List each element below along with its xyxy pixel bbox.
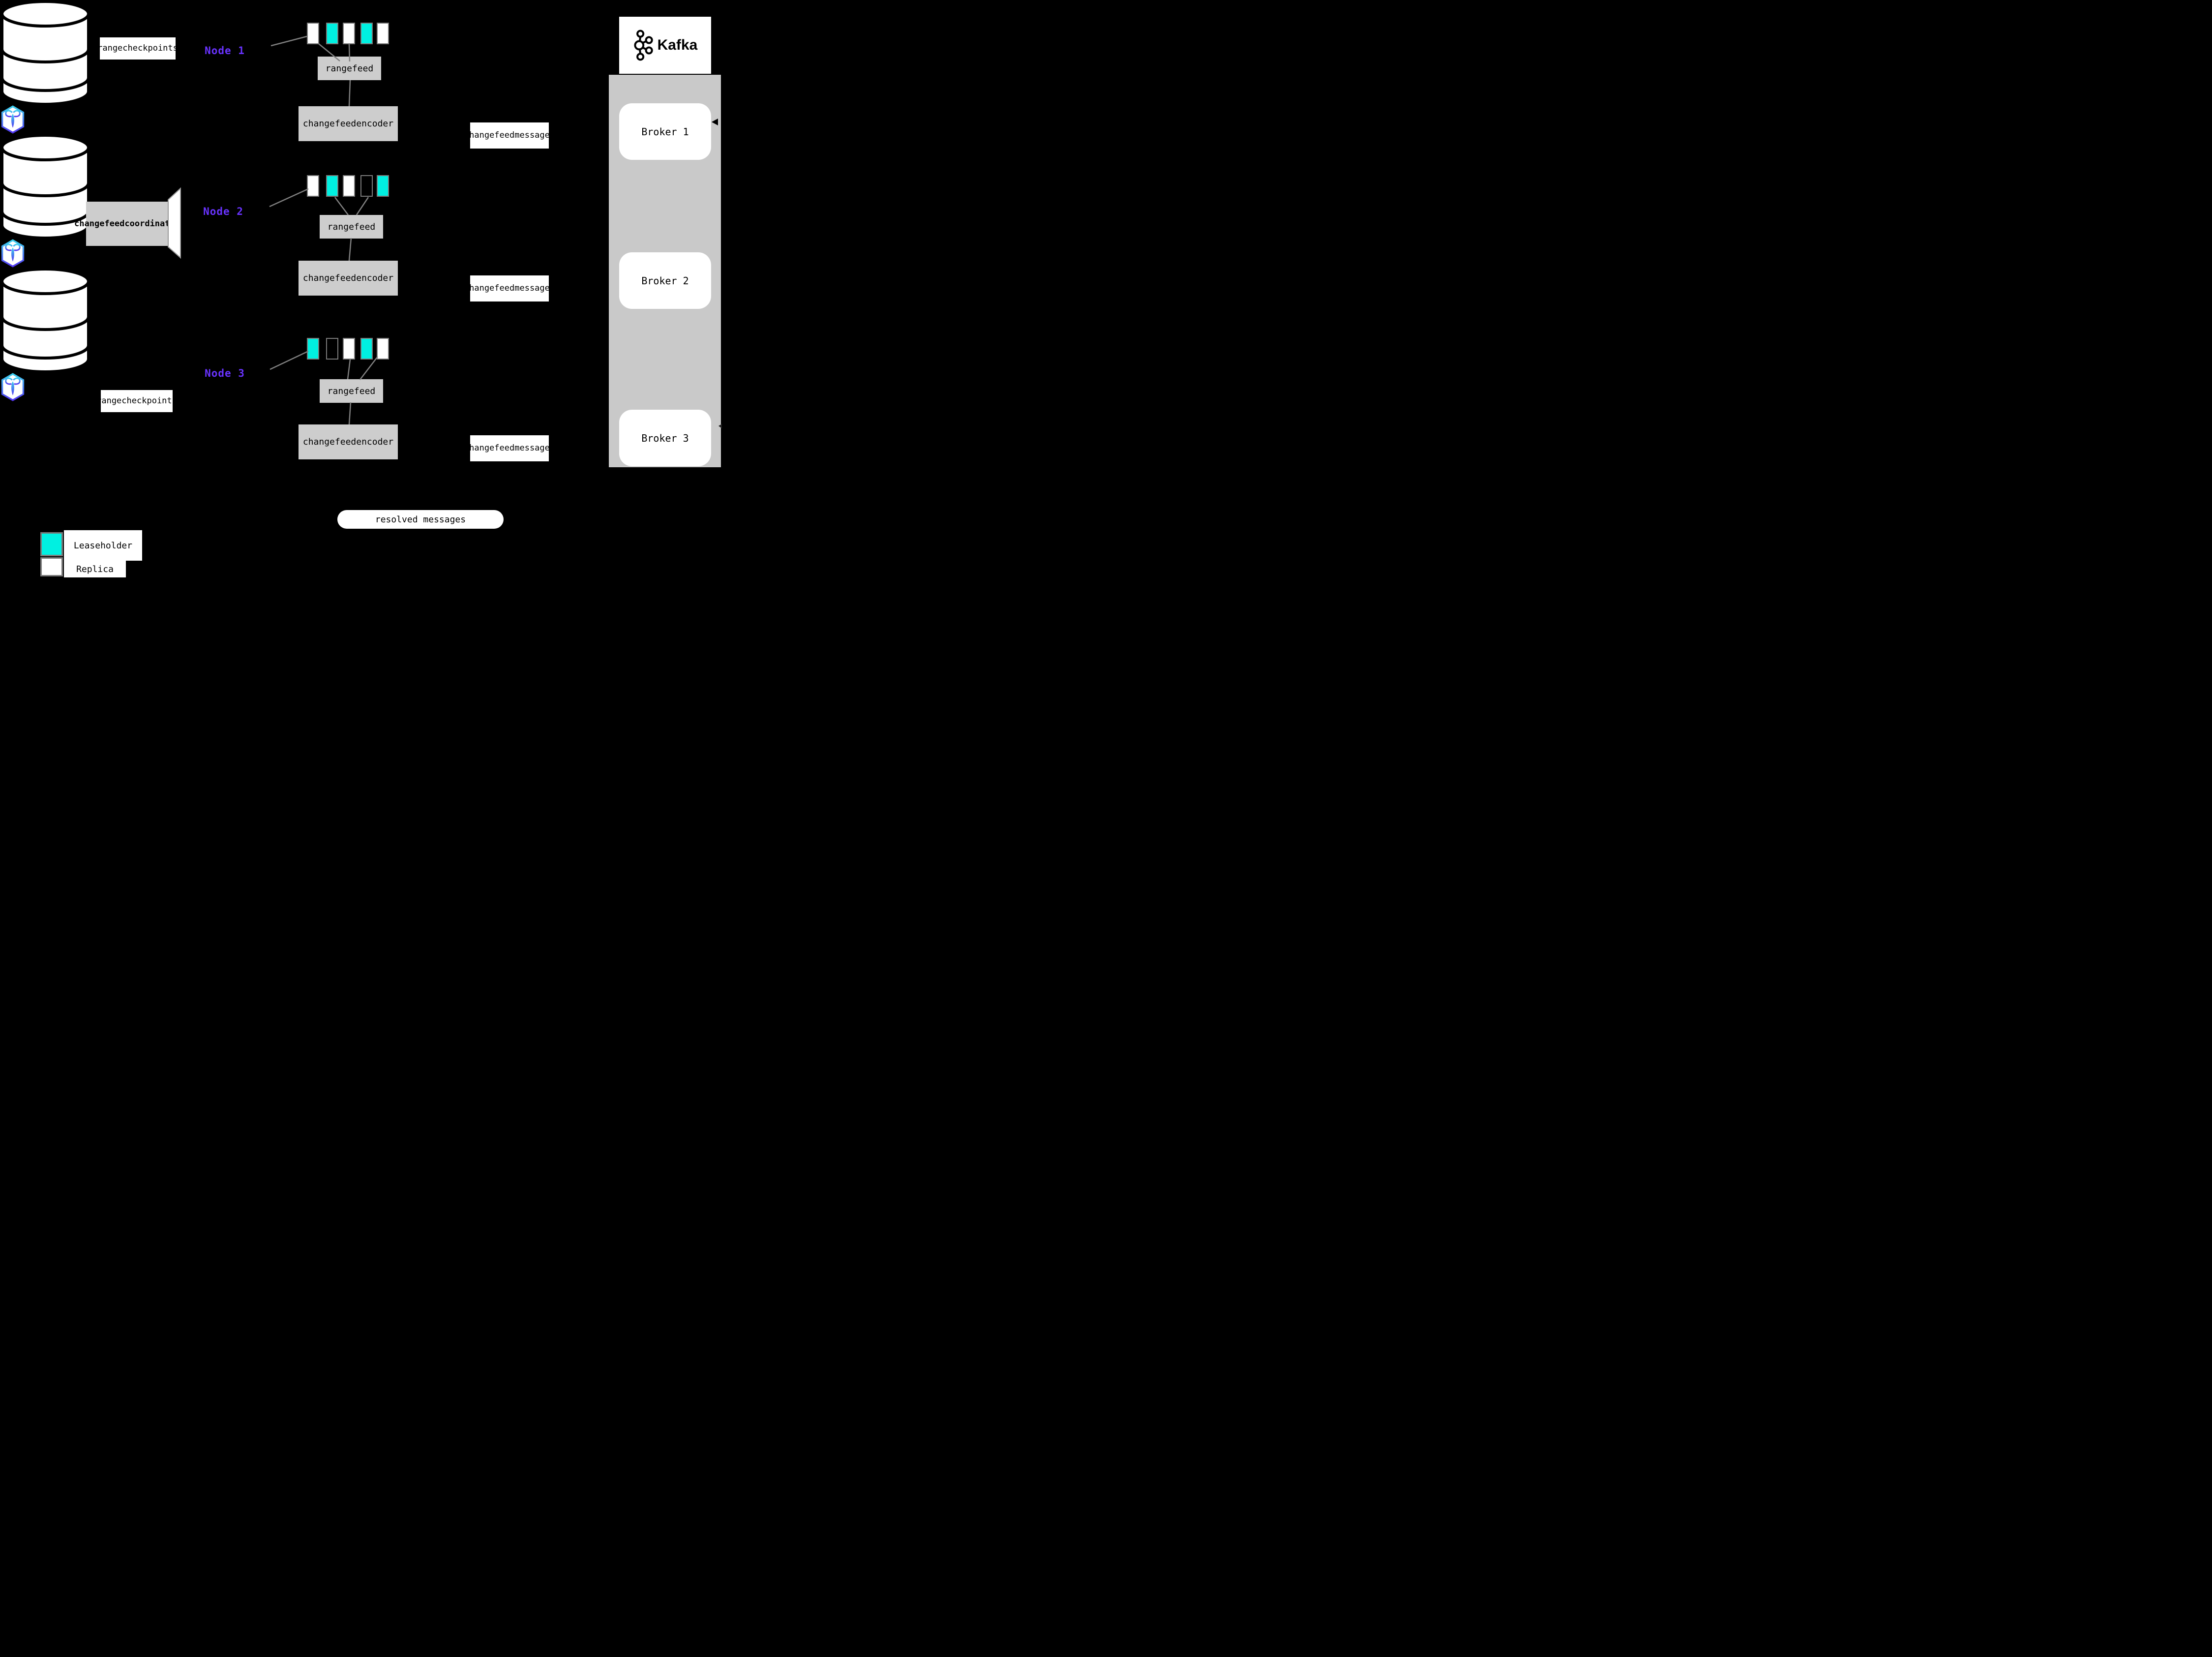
range-replica [307, 23, 319, 44]
range-replica [307, 175, 319, 197]
kafka-logo-box: Kafka [619, 17, 711, 74]
rangefeed-box: rangefeed [318, 57, 381, 80]
kafka-wordmark: Kafka [657, 37, 698, 53]
kafka-broker: Broker 2 [619, 252, 711, 309]
cockroachdb-icon [0, 105, 26, 134]
changefeed-architecture-diagram: Kafka Broker 1 Broker 2 Broker 3 resolved … [0, 0, 771, 577]
resolved-messages-label: resolved messages [337, 510, 504, 529]
range-leaseholder [307, 338, 319, 360]
range-leaseholder [360, 23, 373, 44]
database-cylinder-icon [0, 0, 90, 106]
database-cylinder-icon [0, 268, 90, 373]
range-leaseholder [326, 175, 338, 197]
range-replica [343, 23, 355, 44]
node-label: Node 3 [205, 367, 245, 379]
range-leaseholder [326, 23, 338, 44]
legend-label-replica: Replica [64, 561, 126, 577]
node-label: Node 1 [205, 45, 245, 57]
node-label: Node 2 [203, 206, 243, 217]
legend-swatch-replica [40, 557, 63, 576]
rangefeed-box: rangefeed [320, 379, 383, 403]
range-replica [343, 175, 355, 197]
range-leaseholder [377, 175, 389, 197]
cockroachdb-icon [0, 373, 26, 401]
range-leaseholder [360, 338, 373, 360]
range-replica [377, 23, 389, 44]
range-empty [326, 338, 338, 360]
range-empty [360, 175, 373, 197]
database-cylinder-icon [0, 134, 90, 240]
range-replica [343, 338, 355, 360]
legend-label-leaseholder: Leaseholder [64, 530, 142, 561]
kafka-logo-icon [634, 30, 653, 61]
kafka-broker: Broker 1 [619, 103, 711, 160]
legend-swatch-leaseholder [40, 532, 63, 556]
cockroachdb-icon [0, 239, 26, 268]
range-replica [377, 338, 389, 360]
kafka-broker: Broker 3 [619, 410, 711, 466]
rangefeed-box: rangefeed [320, 215, 383, 239]
